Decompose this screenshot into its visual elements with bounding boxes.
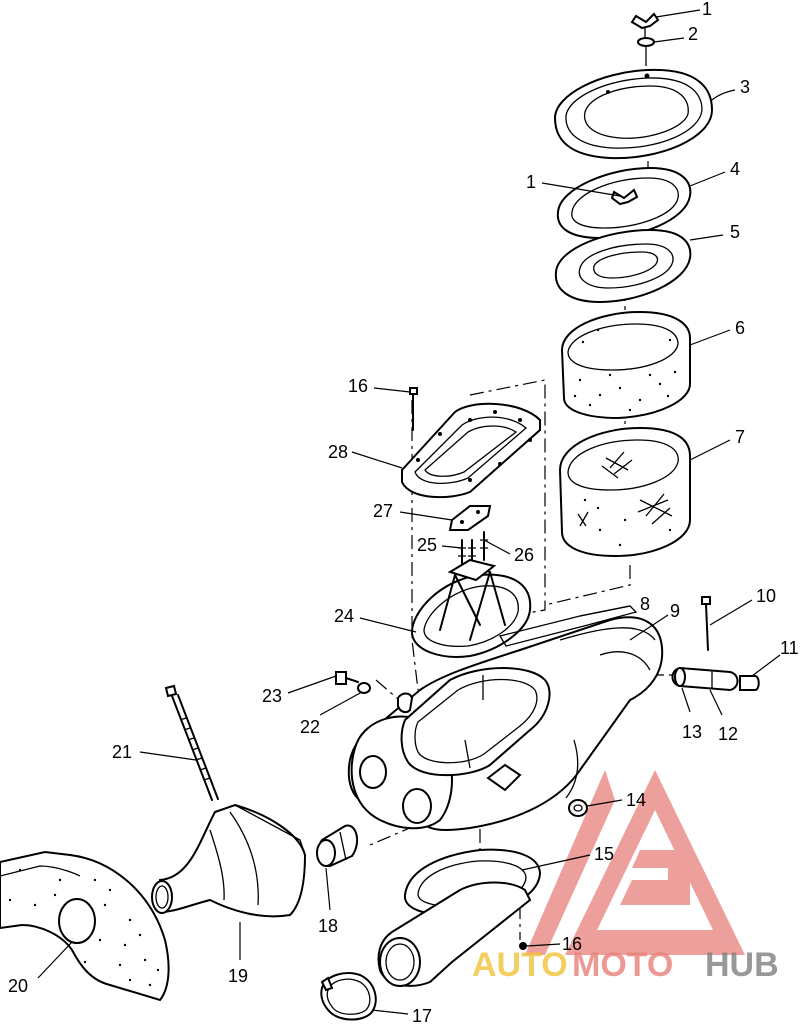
callout-26: 26 — [514, 545, 534, 565]
part-9-air-box — [347, 616, 664, 831]
callout-24: 24 — [334, 606, 354, 626]
part-28-adapter-gasket — [401, 402, 541, 499]
part-1-wing-nut-top — [630, 12, 660, 37]
callout-5: 5 — [730, 222, 740, 242]
part-19-inlet-funnel — [151, 803, 307, 918]
callout-20: 20 — [8, 976, 28, 996]
callout-10: 10 — [756, 586, 776, 606]
leader-lines — [37, 9, 781, 1015]
part-3-air-box-cover — [553, 68, 714, 160]
part-18-coupler — [316, 824, 359, 868]
callout-21: 21 — [112, 742, 132, 762]
part-6-foam-prefilter — [560, 310, 691, 420]
part-duct-lower — [377, 881, 532, 987]
automotohub-logo — [525, 770, 745, 955]
part-2-washer — [637, 37, 655, 66]
callout-8: 8 — [640, 594, 650, 614]
part-24-adapter-frame — [410, 558, 532, 658]
callout-1: 1 — [702, 0, 712, 19]
callout-11: 11 — [780, 638, 799, 658]
callout-28: 28 — [328, 442, 348, 462]
part-10-bolt — [701, 596, 711, 651]
part-4-gasket — [556, 166, 692, 240]
callout-16-bottom: 16 — [562, 934, 582, 954]
watermark-text: AUTO MOTO HUB — [472, 946, 779, 984]
callout-14: 14 — [626, 790, 646, 810]
callout-22: 22 — [300, 717, 320, 737]
part-7-filter-element — [558, 426, 691, 558]
callout-18: 18 — [318, 916, 338, 936]
watermark-auto: AUTO — [472, 946, 568, 984]
part-27-mounting-plate — [448, 505, 492, 531]
part-23-screw — [335, 671, 359, 685]
callout-25: 25 — [417, 535, 437, 555]
part-14-grommet — [568, 799, 588, 817]
callout-23: 23 — [262, 686, 282, 706]
part-12-13-breather-hose — [671, 666, 739, 692]
callout-1-second: 1 — [526, 172, 536, 192]
callout-3: 3 — [740, 77, 750, 97]
callout-4: 4 — [730, 159, 740, 179]
callout-27: 27 — [373, 501, 393, 521]
callout-2: 2 — [688, 24, 698, 44]
callout-16-top: 16 — [348, 376, 368, 396]
callout-12: 12 — [718, 724, 738, 744]
callout-7: 7 — [735, 427, 745, 447]
callout-numbers: 1 2 3 4 1 5 6 7 16 28 27 25 26 24 8 9 10… — [8, 0, 799, 1026]
part-16-screw-top — [409, 387, 418, 431]
part-22-washer — [357, 682, 371, 694]
callout-19: 19 — [228, 966, 248, 986]
part-17-clamp — [320, 972, 377, 1021]
callout-13: 13 — [682, 722, 702, 742]
callout-17: 17 — [412, 1006, 432, 1026]
part-5-seal-plate — [554, 228, 692, 304]
callout-15: 15 — [594, 844, 614, 864]
part-16-screw-bottom — [519, 942, 527, 950]
callout-9: 9 — [670, 601, 680, 621]
watermark-moto: MOTO — [572, 946, 673, 984]
callout-6: 6 — [735, 318, 745, 338]
part-11-plug — [739, 675, 760, 691]
part-21-long-bolt — [164, 684, 219, 801]
part-20-heat-shield — [0, 850, 170, 1002]
watermark-hub: HUB — [705, 946, 779, 984]
